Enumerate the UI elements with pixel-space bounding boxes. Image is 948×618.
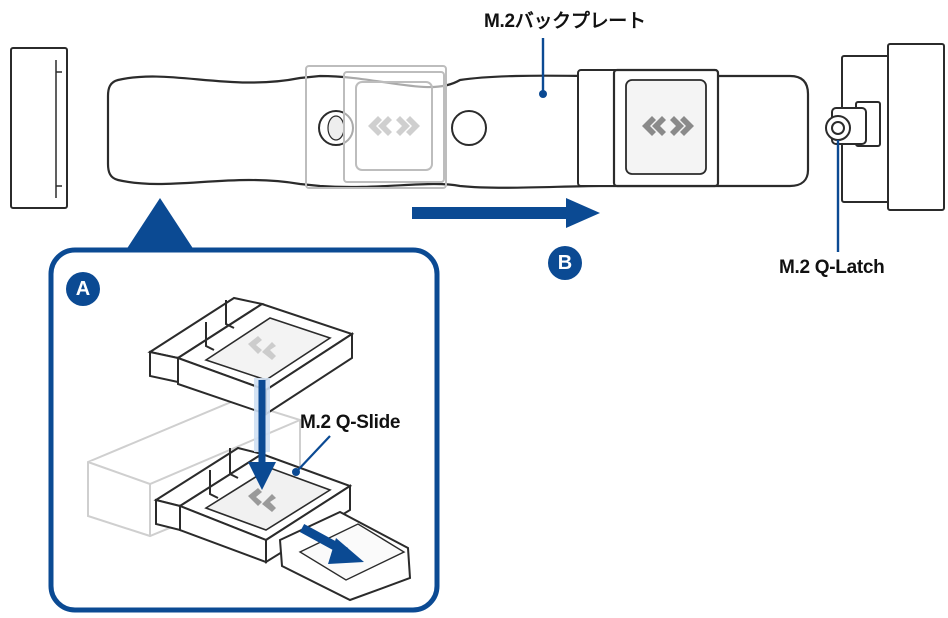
m2-slot-left bbox=[10, 47, 68, 209]
m2-q-latch bbox=[825, 43, 945, 211]
detail-callout-pointer bbox=[126, 198, 194, 250]
q-latch-label: M.2 Q-Latch bbox=[779, 257, 885, 278]
step-b-badge: B bbox=[548, 246, 582, 280]
arrow-right-icon bbox=[412, 198, 600, 228]
double-chevron-icon bbox=[642, 116, 694, 136]
q-slide-label: M.2 Q-Slide bbox=[300, 412, 401, 433]
double-chevron-icon bbox=[248, 336, 276, 360]
q-slide-ghost bbox=[305, 65, 447, 189]
arrow-slide-out-icon bbox=[299, 524, 364, 564]
double-chevron-icon bbox=[368, 116, 420, 136]
q-slide-leader-dot bbox=[292, 468, 300, 476]
step-a-badge: A bbox=[66, 272, 100, 306]
double-chevron-icon bbox=[248, 488, 276, 512]
backplate-leader-dot bbox=[539, 90, 547, 98]
detail-q-slide-upper bbox=[147, 296, 355, 416]
arrow-down-icon bbox=[248, 378, 276, 490]
q-slide-leader-line bbox=[297, 435, 331, 471]
backplate-label: M.2バックプレート bbox=[484, 11, 646, 32]
